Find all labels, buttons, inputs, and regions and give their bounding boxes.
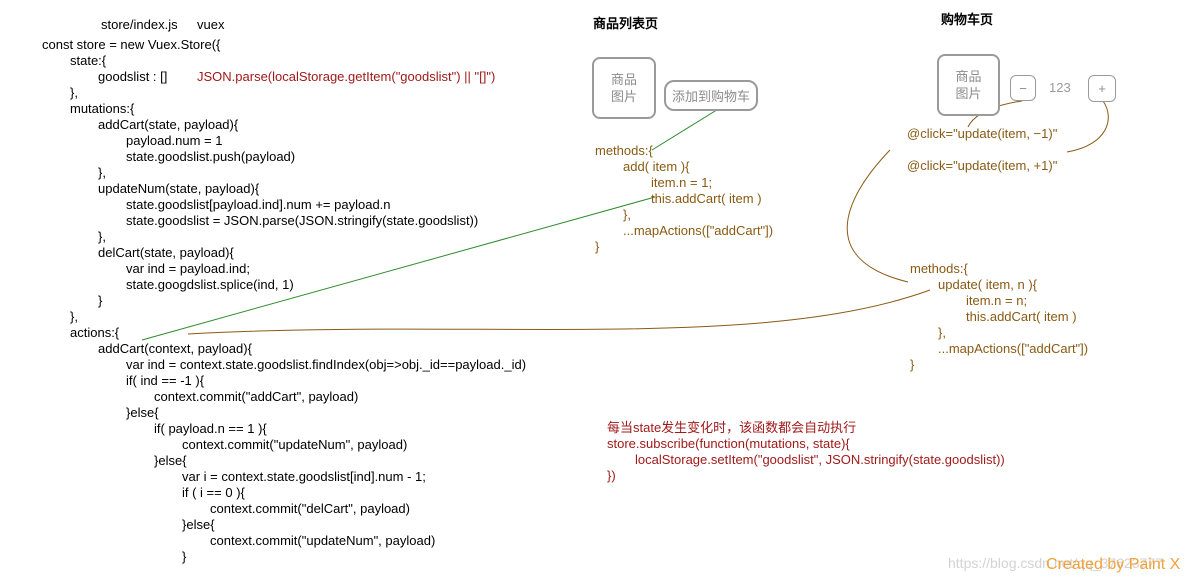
goodslist-init-note: JSON.parse(localStorage.getItem("goodsli… [197, 69, 496, 84]
add-to-cart-button[interactable]: 添加到购物车 [664, 80, 758, 111]
code-line: state.goodslist[payload.ind].num += payl… [126, 197, 391, 212]
code-line: ...mapActions(["addCart"]) [623, 223, 774, 238]
brown-link-click-methods [846, 149, 909, 283]
code-line: updateNum(state, payload){ [98, 181, 260, 196]
code-line: }, [70, 309, 78, 324]
click-increase-note: @click="update(item, +1)" [907, 158, 1058, 173]
code-line: context.commit("updateNum", payload) [182, 437, 408, 452]
code-line: this.addCart( item ) [651, 191, 762, 206]
cart-image-placeholder: 商品 图片 [937, 54, 1000, 116]
code-line: delCart(state, payload){ [98, 245, 234, 260]
brown-link-plus [1066, 100, 1109, 153]
cart-image-label-line: 图片 [955, 86, 982, 101]
product-image-label-line: 图片 [610, 89, 637, 104]
code-line: var ind = payload.ind; [126, 261, 250, 276]
product-image-label-line: 商品 [610, 72, 637, 87]
code-line: context.commit("delCart", payload) [210, 501, 410, 516]
code-line: }, [98, 229, 106, 244]
subscribe-line: }) [607, 468, 616, 483]
code-line: addCart(state, payload){ [98, 117, 239, 132]
code-line: var i = context.state.goodslist[ind].num… [182, 469, 426, 484]
code-line: } [910, 357, 915, 372]
code-line: }, [623, 207, 631, 222]
product-list-title: 商品列表页 [593, 16, 659, 31]
subscribe-line: localStorage.setItem("goodslist", JSON.s… [635, 452, 1005, 467]
code-line: if( payload.n == 1 ){ [154, 421, 267, 436]
code-line: const store = new Vuex.Store({ [42, 37, 221, 52]
code-line: context.commit("updateNum", payload) [210, 533, 436, 548]
code-line: payload.num = 1 [126, 133, 223, 148]
code-line: update( item, n ){ [938, 277, 1037, 292]
code-line: add( item ){ [623, 159, 690, 174]
subscribe-line: store.subscribe(function(mutations, stat… [607, 436, 850, 451]
green-link-actions [141, 196, 656, 341]
quantity-value: 123 [1049, 80, 1071, 95]
code-line: item.n = 1; [651, 175, 713, 190]
code-line: goodslist : [] [98, 69, 168, 84]
code-line: var ind = context.state.goodslist.findIn… [126, 357, 527, 372]
code-line: }, [98, 165, 106, 180]
code-line: state.googdslist.splice(ind, 1) [126, 277, 294, 292]
file-label: store/index.js [101, 17, 178, 32]
code-line: addCart(context, payload){ [98, 341, 252, 356]
code-line: if( ind == -1 ){ [126, 373, 205, 388]
product-image-placeholder: 商品 图片 [592, 57, 656, 119]
code-line: state.goodslist = JSON.parse(JSON.string… [126, 213, 479, 228]
click-decrease-note: @click="update(item, −1)" [907, 126, 1058, 141]
code-line: state:{ [70, 53, 107, 68]
code-line: item.n = n; [966, 293, 1028, 308]
subscribe-line: 每当state发生变化时，该函数都会自动执行 [607, 420, 857, 435]
code-line: } [182, 549, 187, 564]
code-line: context.commit("addCart", payload) [154, 389, 359, 404]
code-line: }, [70, 85, 78, 100]
decrease-quantity-button[interactable]: − [1010, 75, 1036, 101]
code-line: }else{ [126, 405, 159, 420]
code-line: }else{ [154, 453, 187, 468]
cart-title: 购物车页 [941, 12, 994, 27]
code-line: methods:{ [910, 261, 968, 276]
watermark-url: https://blog.csdn.net/qq_37623777 [948, 555, 1163, 571]
code-line: } [98, 293, 103, 308]
code-line: state.goodslist.push(payload) [126, 149, 296, 164]
code-line: actions:{ [70, 325, 120, 340]
code-line: methods:{ [595, 143, 653, 158]
cart-image-label-line: 商品 [955, 69, 982, 84]
code-line: }else{ [182, 517, 215, 532]
code-line: mutations:{ [70, 101, 135, 116]
code-line: if ( i == 0 ){ [182, 485, 245, 500]
watermark-tool: Created by Paint X [1046, 556, 1181, 573]
code-line: }, [938, 325, 946, 340]
vuex-label: vuex [197, 17, 225, 32]
code-line: this.addCart( item ) [966, 309, 1077, 324]
brown-link-methods-actions [187, 289, 931, 335]
code-line: ...mapActions(["addCart"]) [938, 341, 1089, 356]
increase-quantity-button[interactable]: + [1088, 75, 1116, 102]
code-line: } [595, 239, 600, 254]
